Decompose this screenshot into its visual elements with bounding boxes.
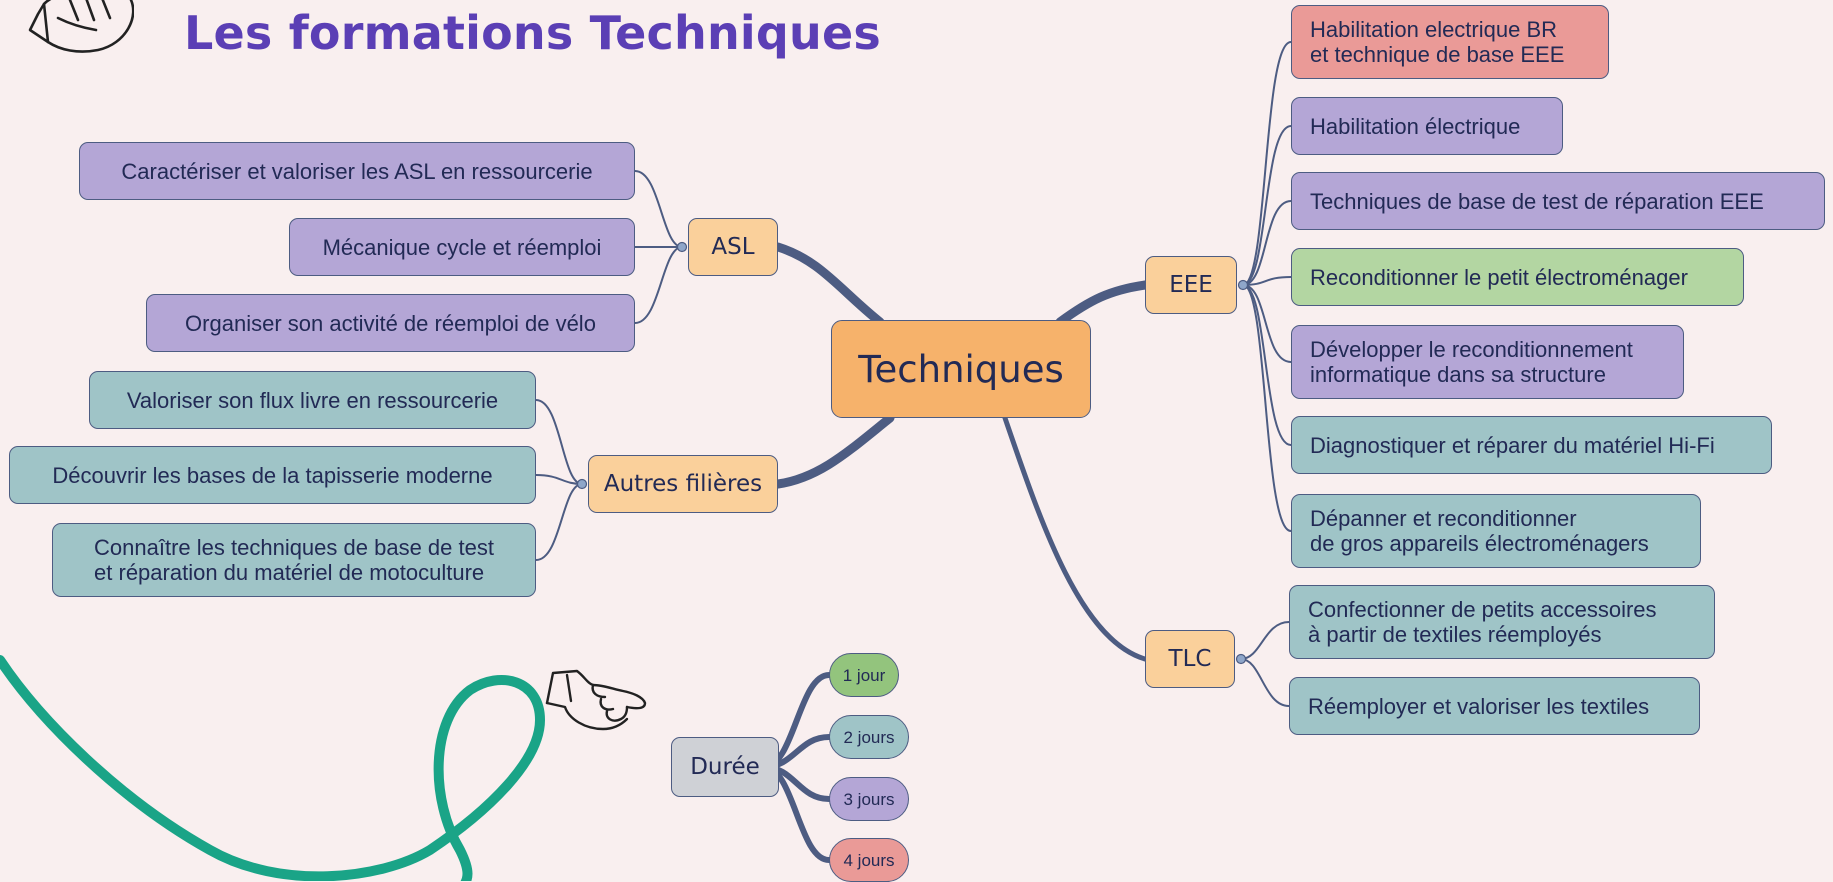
connector-asl-leaf-1 <box>634 170 683 248</box>
connector-eee-leaf-3 <box>1242 200 1292 286</box>
leaf-eee-2[interactable]: Habilitation électrique <box>1291 97 1563 155</box>
pointing-hand-icon <box>545 669 647 731</box>
connector-center-tlc <box>1002 415 1148 662</box>
leaf-eee-7[interactable]: Dépanner et reconditionner de gros appar… <box>1291 494 1701 568</box>
connector-center-asl <box>773 242 885 327</box>
connector-eee-leaf-1 <box>1242 41 1292 286</box>
branch-autres-filieres[interactable]: Autres filières <box>588 455 778 513</box>
connector-autres-leaf-3 <box>535 483 583 561</box>
connector-dot <box>1237 279 1249 291</box>
connector-dot <box>576 478 588 490</box>
connector-tlc-leaf-2 <box>1240 658 1290 707</box>
leaf-autres-2[interactable]: Découvrir les bases de la tapisserie mod… <box>9 446 536 504</box>
connector-asl-leaf-3 <box>634 246 683 324</box>
legend-1-jour[interactable]: 1 jour <box>829 653 899 697</box>
leaf-asl-3[interactable]: Organiser son activité de réemploi de vé… <box>146 294 635 352</box>
connector-eee-leaf-5 <box>1242 284 1292 363</box>
leaf-eee-1[interactable]: Habilitation electrique BR et technique … <box>1291 5 1609 79</box>
connector-center-eee <box>1055 280 1150 327</box>
legend-2-jours[interactable]: 2 jours <box>829 715 909 759</box>
branch-asl[interactable]: ASL <box>688 218 778 276</box>
legend-duree[interactable]: Durée <box>671 737 779 797</box>
legend-4-jours[interactable]: 4 jours <box>829 838 909 882</box>
branch-eee[interactable]: EEE <box>1145 256 1237 314</box>
central-topic[interactable]: Techniques <box>831 320 1091 418</box>
connector-eee-leaf-6 <box>1242 284 1292 446</box>
leaf-eee-3[interactable]: Techniques de base de test de réparation… <box>1291 172 1825 230</box>
connector-autres-leaf-1 <box>535 399 583 485</box>
connector-eee-leaf-7 <box>1242 284 1292 532</box>
leaf-autres-3[interactable]: Connaître les techniques de base de test… <box>52 523 536 597</box>
leaf-eee-4[interactable]: Reconditionner le petit électroménager <box>1291 248 1744 306</box>
leaf-autres-1[interactable]: Valoriser son flux livre en ressourcerie <box>89 371 536 429</box>
leaf-eee-5[interactable]: Développer le reconditionnement informat… <box>1291 325 1684 399</box>
legend-3-jours[interactable]: 3 jours <box>829 777 909 821</box>
leaf-asl-2[interactable]: Mécanique cycle et réemploi <box>289 218 635 276</box>
connector-dot <box>1235 653 1247 665</box>
branch-tlc[interactable]: TLC <box>1145 630 1235 688</box>
pointing-hand-icon <box>28 0 134 53</box>
leaf-eee-6[interactable]: Diagnostiquer et réparer du matériel Hi-… <box>1291 416 1772 474</box>
leaf-asl-1[interactable]: Caractériser et valoriser les ASL en res… <box>79 142 635 200</box>
connector-eee-leaf-2 <box>1242 125 1292 286</box>
connector-eee-leaf-4 <box>1242 276 1292 286</box>
connector-dot <box>676 241 688 253</box>
leaf-tlc-1[interactable]: Confectionner de petits accessoires à pa… <box>1289 585 1715 659</box>
green-swirl <box>0 655 546 881</box>
page-title: Les formations Techniques <box>184 6 881 60</box>
leaf-tlc-2[interactable]: Réemployer et valoriser les textiles <box>1289 677 1700 735</box>
connector-center-autres <box>773 413 895 489</box>
connector-tlc-leaf-1 <box>1240 621 1290 660</box>
